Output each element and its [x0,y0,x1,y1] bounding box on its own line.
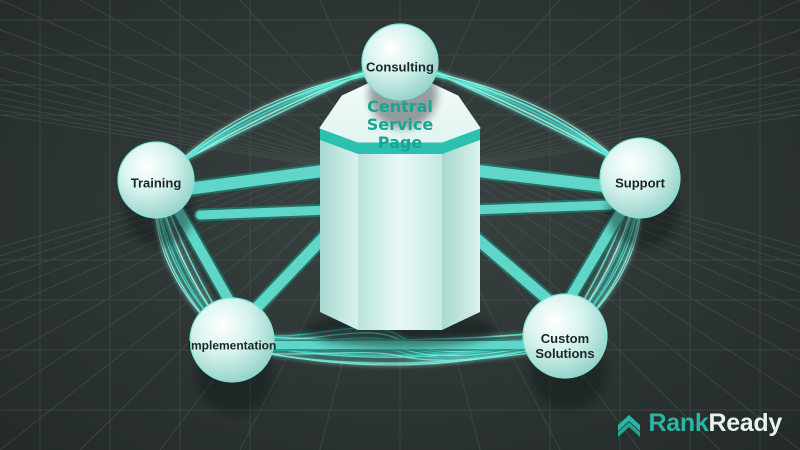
hub-label-line: Page [377,133,423,152]
node-label-line: Support [615,175,665,191]
grid-line [0,109,349,171]
beam-hub-support-lower [465,200,615,215]
hub-right-face [442,138,480,330]
node-training [117,141,195,219]
grid-line [439,88,800,171]
node-label-custom-solutions: Custom Solutions [505,331,625,361]
beam-hub-training-lower [195,205,335,220]
hub-left-face [320,138,358,330]
node-consulting [361,23,439,101]
node-label-line: Implementation [187,338,277,353]
service-nodes [117,23,681,414]
beam-training-hub [174,164,336,196]
central-hub-prism [305,81,495,348]
node-label-support: Support [580,176,700,191]
brand-name-part2: Ready [708,409,782,437]
node-label-training: Training [96,176,216,191]
node-label-line: Custom [540,331,590,346]
central-hub-label: Central Service Page [325,98,475,152]
grid-line [0,103,353,171]
brand-name-part1: Rank [648,409,709,437]
node-label-line: Solutions [535,346,595,361]
chevron-up-icon [617,414,640,437]
grid-line [447,103,800,171]
node-implementation [189,297,275,383]
grid-line [0,149,361,293]
node-custom-solutions [522,293,608,379]
grid-line [0,114,345,171]
hub-front-face [358,152,442,330]
hub-label-line: Service [366,115,434,134]
node-label-implementation: Implementation [172,339,292,354]
grid-line [0,88,361,171]
hub-teal-rim [320,128,480,154]
beam-hub-support [464,164,626,194]
grid-line [0,149,357,279]
node-label-line: Training [130,175,182,191]
grid-line [439,149,800,293]
hub-label-line: Central [367,97,433,116]
brand-name: RankReady [648,409,783,438]
node-label-consulting: Consulting [340,60,460,75]
node-support [599,137,681,219]
brand-logo: RankReady [615,409,782,438]
node-label-line: Consulting [366,59,434,75]
energy-strand [231,347,566,361]
grid-line [0,149,353,267]
grid-line [451,109,800,171]
